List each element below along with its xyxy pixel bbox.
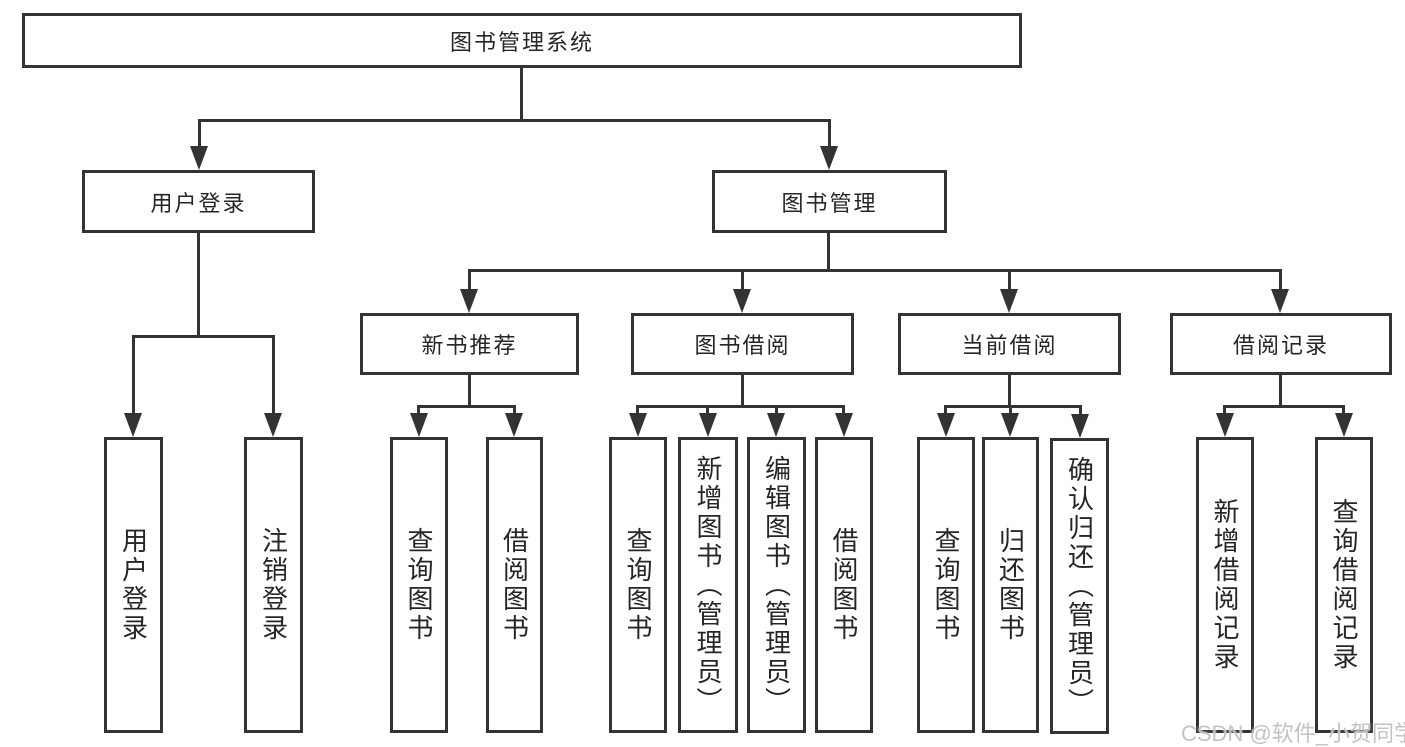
node-root-label: 图书管理系统 (449, 29, 594, 55)
node-leaf-query-books-2-label: 查询图书 (623, 527, 653, 643)
connector-stem (1008, 375, 1011, 407)
connector-bar (944, 405, 1081, 408)
arrow-down-icon (629, 413, 647, 437)
connector-drop (513, 405, 516, 417)
node-leaf-confirm-return-admin: 确认归还（管理员） (1050, 438, 1109, 734)
arrow-down-icon (124, 413, 142, 437)
connector-stem (741, 375, 744, 407)
node-leaf-borrow-books-1-label: 借阅图书 (499, 527, 530, 643)
arrow-down-icon (1216, 413, 1234, 437)
arrow-down-icon (767, 413, 785, 437)
connector-drop (1008, 269, 1011, 293)
connector-drop (198, 119, 201, 150)
node-leaf-add-borrow-record-label: 新增借阅记录 (1210, 498, 1240, 672)
connector-bar (1223, 405, 1345, 408)
node-book-borrow-label: 图书借阅 (694, 333, 791, 358)
connector-stem (520, 68, 523, 119)
connector-bar (636, 405, 844, 408)
arrow-down-icon (699, 413, 717, 437)
node-leaf-borrow-books-2: 借阅图书 (815, 437, 873, 733)
node-current-borrow: 当前借阅 (898, 313, 1121, 375)
node-leaf-query-books-1-label: 查询图书 (404, 527, 434, 643)
connector-bar (417, 405, 516, 408)
arrow-down-icon (1001, 413, 1019, 437)
node-leaf-query-books-1: 查询图书 (390, 437, 448, 733)
connector-stem (827, 233, 830, 269)
node-borrow-records: 借阅记录 (1170, 313, 1392, 375)
arrow-down-icon (1335, 413, 1353, 437)
arrow-down-icon (835, 413, 853, 437)
node-root: 图书管理系统 (22, 13, 1022, 68)
connector-stem (1279, 375, 1282, 407)
node-leaf-borrow-books-1: 借阅图书 (486, 437, 543, 733)
node-leaf-edit-books-admin: 编辑图书（管理员） (747, 437, 806, 733)
node-leaf-query-books-3: 查询图书 (917, 437, 975, 733)
connector-drop (1342, 405, 1345, 417)
node-leaf-return-books-label: 归还图书 (995, 527, 1026, 643)
connector-drop (1009, 405, 1012, 417)
arrow-down-icon (733, 289, 751, 313)
connector-drop (1079, 405, 1082, 417)
node-borrow-records-label: 借阅记录 (1232, 333, 1329, 358)
arrow-down-icon (410, 413, 428, 437)
connector-drop (132, 335, 135, 417)
connector-bar (468, 269, 1281, 272)
node-user-login: 用户登录 (82, 170, 315, 233)
arrow-down-icon (505, 413, 523, 437)
connector-bar (198, 119, 831, 122)
node-new-book-recommend: 新书推荐 (360, 313, 579, 375)
arrow-down-icon (937, 413, 955, 437)
connector-drop (944, 405, 947, 417)
arrow-down-icon (264, 413, 282, 437)
connector-drop (842, 405, 845, 417)
node-leaf-query-books-3-label: 查询图书 (931, 527, 961, 643)
node-book-management-label: 图书管理 (781, 190, 878, 216)
arrow-down-icon (820, 146, 838, 170)
node-leaf-query-borrow-record-label: 查询借阅记录 (1329, 498, 1359, 672)
node-current-borrow-label: 当前借阅 (961, 333, 1058, 358)
arrow-down-icon (460, 289, 478, 313)
connector-stem (197, 233, 200, 335)
connector-stem (468, 375, 471, 407)
connector-drop (741, 269, 744, 293)
node-book-management: 图书管理 (712, 170, 947, 233)
connector-drop (706, 405, 709, 417)
node-leaf-user-login-label: 用户登录 (118, 527, 149, 643)
connector-drop (1223, 405, 1226, 417)
node-leaf-add-borrow-record: 新增借阅记录 (1196, 437, 1254, 733)
node-leaf-logout: 注销登录 (244, 437, 303, 733)
node-leaf-add-books-admin: 新增图书（管理员） (678, 437, 738, 733)
node-leaf-edit-books-admin-label: 编辑图书（管理员） (761, 454, 792, 716)
node-book-borrow: 图书借阅 (631, 313, 854, 375)
node-leaf-query-books-2: 查询图书 (609, 437, 667, 733)
connector-drop (775, 405, 778, 417)
arrow-down-icon (1000, 289, 1018, 313)
node-user-login-label: 用户登录 (150, 190, 247, 216)
arrow-down-icon (1271, 289, 1289, 313)
node-leaf-add-books-admin-label: 新增图书（管理员） (693, 454, 723, 716)
connector-drop (417, 405, 420, 417)
node-new-book-recommend-label: 新书推荐 (421, 333, 518, 358)
node-leaf-logout-label: 注销登录 (258, 527, 289, 643)
node-leaf-query-borrow-record: 查询借阅记录 (1315, 437, 1373, 733)
node-leaf-user-login: 用户登录 (104, 437, 163, 733)
arrow-down-icon (190, 146, 208, 170)
connector-drop (1279, 269, 1282, 293)
node-leaf-return-books: 归还图书 (982, 437, 1039, 733)
connector-drop (272, 335, 275, 417)
node-leaf-confirm-return-admin-label: 确认归还（管理员） (1064, 455, 1095, 717)
connector-drop (468, 269, 471, 293)
connector-drop (828, 119, 831, 150)
node-leaf-borrow-books-2-label: 借阅图书 (829, 527, 859, 643)
connector-drop (636, 405, 639, 417)
watermark-text: CSDN @软件_小贺同学 (1181, 721, 1405, 746)
arrow-down-icon (1071, 414, 1089, 438)
connector-bar (132, 335, 275, 338)
